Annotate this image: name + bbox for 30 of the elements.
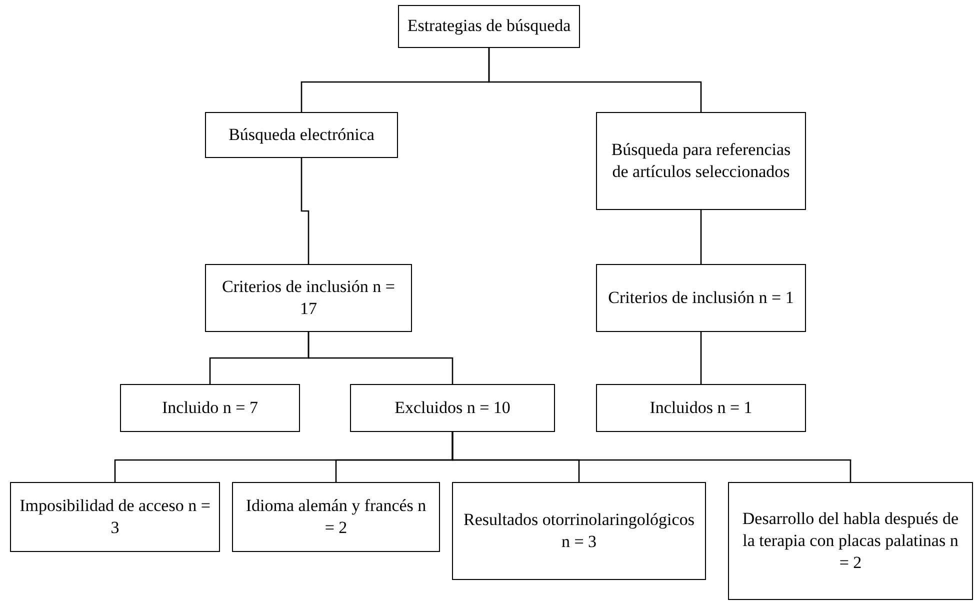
box-text: Estrategias de búsqueda <box>407 15 571 38</box>
box-text: Idioma alemán y francés n = 2 <box>244 494 428 539</box>
connector-line <box>452 432 852 482</box>
process-box <box>596 384 806 432</box>
process-box <box>452 482 706 580</box>
box-text: Resultados otorrinolaringológicos n = 3 <box>462 508 696 553</box>
connector-line <box>700 332 702 384</box>
connector-line <box>488 48 702 112</box>
process-box <box>398 5 580 48</box>
box-text: Excluidos n = 10 <box>394 396 510 419</box>
connector-line <box>700 210 702 264</box>
process-box <box>205 112 398 158</box>
box-text: Incluidos n = 1 <box>650 396 752 419</box>
process-box <box>350 384 555 432</box>
connector-line <box>300 158 310 264</box>
box-text: Búsqueda para referencias de artículos seleccionados <box>610 138 792 183</box>
box-text: Imposibilidad de acceso n = 3 <box>19 494 211 539</box>
box-text: Criterios de inclusión n = 1 <box>608 286 794 309</box>
process-box <box>232 482 440 552</box>
process-box <box>596 264 806 332</box>
box-text: Incluido n = 7 <box>162 396 258 419</box>
process-box <box>10 482 220 552</box>
process-box <box>728 482 973 600</box>
box-text: Búsqueda electrónica <box>228 124 374 146</box>
process-box <box>205 264 412 332</box>
connector-line <box>308 332 454 384</box>
process-box <box>596 112 806 210</box>
box-text: Criterios de inclusión n = 17 <box>221 276 396 320</box>
process-box <box>120 384 300 432</box>
box-text: Desarrollo del habla después de la terapia con placas palatinas n = 2 <box>741 508 960 574</box>
